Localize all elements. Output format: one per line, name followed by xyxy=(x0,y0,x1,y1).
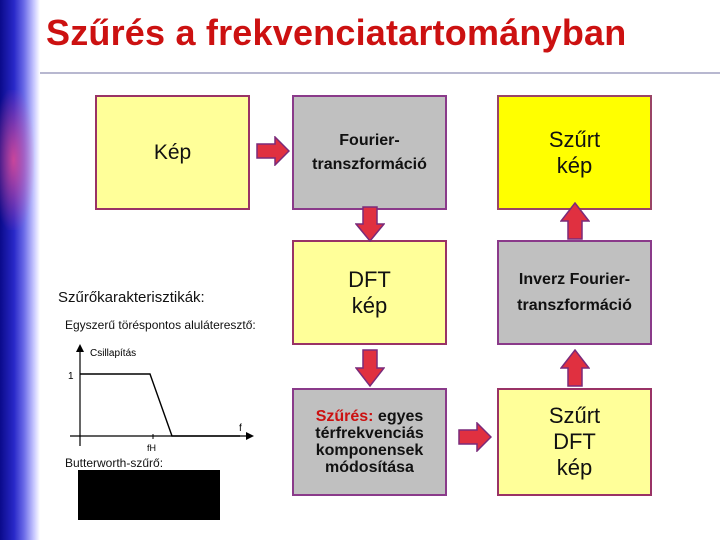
arrow-up-icon xyxy=(560,349,590,387)
image-box: Kép xyxy=(95,95,250,210)
arrow-up-icon xyxy=(560,202,590,240)
inverse-fourier-box: Inverz Fourier- transzformáció xyxy=(497,240,652,345)
filtering-highlight: Szűrés: xyxy=(316,408,374,425)
ideal-lowpass-label: Egyszerű töréspontos aluláteresztő: xyxy=(65,318,256,332)
filtering-box: Szűrés: egyes térfrekvenciás komponensek… xyxy=(292,388,447,496)
page-title: Szűrés a frekvenciatartományban xyxy=(46,12,626,54)
plot-x-arrowhead xyxy=(246,432,254,440)
filtered-dft-box: Szűrt DFT kép xyxy=(497,388,652,496)
filter-characteristics-label: Szűrőkarakterisztikák: xyxy=(58,289,205,306)
plot-y-label: Csillapítás xyxy=(90,348,136,359)
butterworth-label: Butterworth-szűrő: xyxy=(65,456,163,470)
plot-x-label: f xyxy=(239,423,242,434)
plot-curve xyxy=(80,374,240,436)
fourier-transform-label: Fourier- transzformáció xyxy=(312,129,427,177)
image-box-label: Kép xyxy=(154,141,191,165)
filtered-image-label: Szűrt kép xyxy=(549,127,600,179)
fourier-transform-box: Fourier- transzformáció xyxy=(292,95,447,210)
arrow-right-icon xyxy=(256,136,290,166)
dft-image-label: DFT kép xyxy=(348,267,391,319)
arrow-down-icon xyxy=(355,206,385,242)
title-underline xyxy=(40,72,720,74)
dft-image-box: DFT kép xyxy=(292,240,447,345)
filtered-image-box: Szűrt kép xyxy=(497,95,652,210)
filtering-text: Szűrés: egyes térfrekvenciás komponensek… xyxy=(294,408,445,476)
butterworth-plot-placeholder xyxy=(78,470,220,520)
arrow-right-icon xyxy=(458,422,492,452)
plot-y-arrowhead xyxy=(76,344,84,352)
lowpass-attenuation-plot: Csillapítás 1 f fH xyxy=(62,342,262,460)
arrow-down-icon xyxy=(355,349,385,387)
filtered-dft-label: Szűrt DFT kép xyxy=(549,403,600,481)
left-gradient-bar xyxy=(0,0,40,540)
plot-y-tick: 1 xyxy=(68,371,74,382)
plot-cutoff-label: fH xyxy=(147,443,156,453)
inverse-fourier-label: Inverz Fourier- transzformáció xyxy=(517,267,632,319)
